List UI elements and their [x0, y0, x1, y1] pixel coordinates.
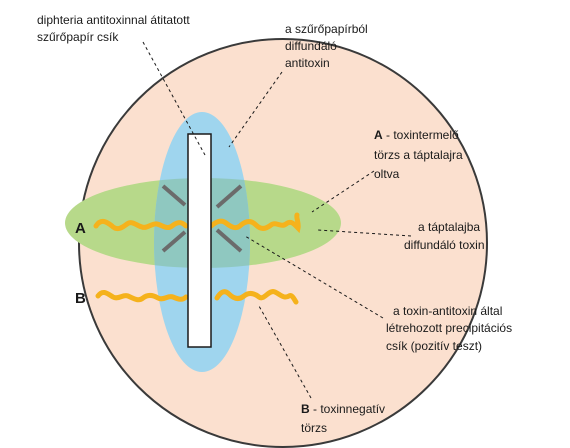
label-strip: diphteria antitoxinnal átitatott szűrőpa…	[37, 13, 193, 44]
precipitation-line	[215, 228, 243, 253]
label-diffusing-toxin: a táptalajba diffundáló toxin	[404, 220, 485, 252]
marker-a: A	[75, 220, 86, 237]
strain-b-right	[214, 289, 299, 305]
label-strain-a: A - toxintermelő törzs a táptalajra oltv…	[374, 128, 466, 181]
label-precipitation: a toxin-antitoxin által létrehozott prec…	[386, 304, 515, 353]
leader-precipitation	[244, 235, 384, 319]
precipitation-line	[161, 184, 187, 207]
strain-a-right	[208, 212, 301, 234]
leader-strain-a	[311, 170, 375, 213]
filter-paper-strip	[187, 133, 212, 348]
precipitation-line	[215, 184, 243, 209]
strain-b-left	[95, 289, 189, 303]
precipitation-line	[161, 230, 187, 253]
strain-a-left	[93, 218, 189, 232]
label-diffusing-antitoxin: a szűrőpapírból diffundáló antitoxin	[285, 22, 371, 70]
marker-b: B	[75, 290, 86, 307]
label-strain-b: B - toxinnegatív törzs	[301, 402, 388, 435]
